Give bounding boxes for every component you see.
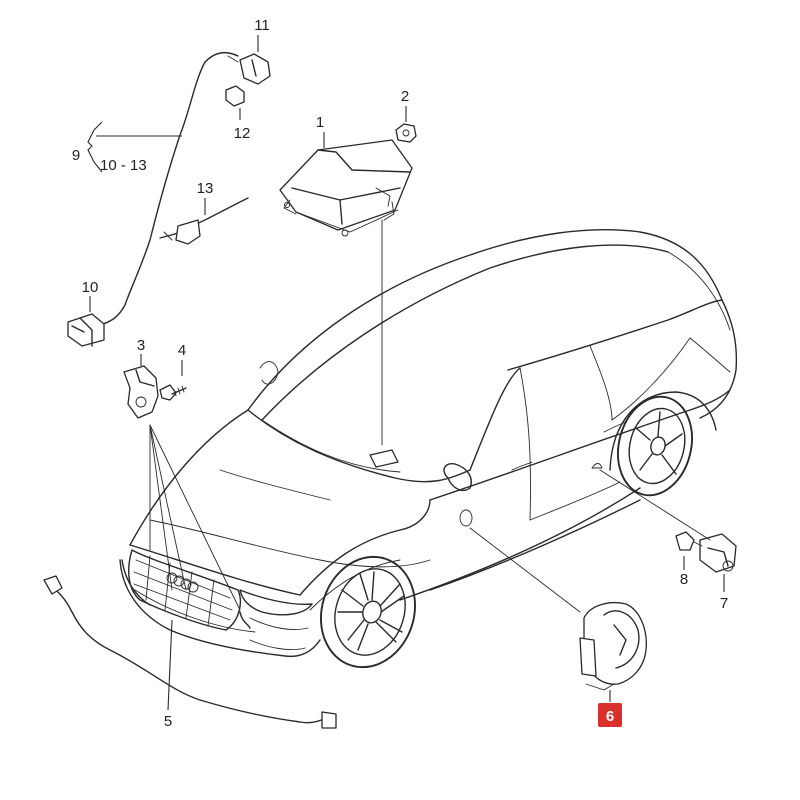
callout-11: 11: [254, 17, 270, 34]
callout-4: 4: [178, 342, 186, 359]
callout-2: 2: [401, 88, 409, 105]
callout-9: 9: [72, 147, 80, 164]
callout-8: 8: [680, 571, 688, 588]
wiring-harness-front: [99, 51, 271, 326]
car-illustration: [119, 228, 738, 669]
crash-sensor-rear: [675, 531, 737, 573]
callout-1: 1: [316, 114, 324, 131]
callout-9-range: 10 - 13: [100, 157, 147, 174]
callout-13: 13: [197, 180, 214, 197]
connector-10: [67, 313, 105, 347]
wiring-harness-clip: [159, 197, 249, 245]
highlighted-callout-6: 6: [598, 703, 622, 727]
crash-sensor-front: [123, 365, 187, 419]
airbag-control-unit: [279, 139, 413, 237]
callout-5: 5: [164, 713, 172, 730]
nut-part: [395, 123, 417, 143]
callout-3: 3: [137, 337, 145, 354]
callout-12: 12: [234, 125, 251, 142]
highlight-box: [598, 703, 622, 727]
callout-7: 7: [720, 595, 728, 612]
callout-10: 10: [82, 279, 99, 296]
wiring-harness-bumper: [43, 575, 337, 729]
callout-6: 6: [606, 708, 614, 725]
side-crash-sensor: [579, 602, 647, 691]
